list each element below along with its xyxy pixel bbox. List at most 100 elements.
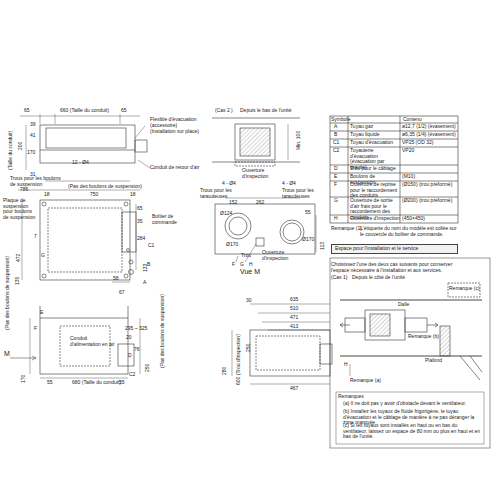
drawing-label: Trou pour le câblage bbox=[350, 166, 400, 172]
drawing-label: Remarque (1) bbox=[331, 226, 362, 232]
drawing-label: Tuyau gaz bbox=[350, 124, 400, 130]
drawing-label: (Cas 1) bbox=[331, 275, 347, 281]
drawing-label: 280 bbox=[222, 367, 228, 375]
drawing-label: 39 bbox=[30, 122, 36, 128]
drawing-label: VP20 bbox=[402, 148, 458, 154]
drawing-label: 4 - Ø4 bbox=[222, 181, 236, 187]
drawing-label: 250 bbox=[145, 364, 151, 372]
drawing-label: H bbox=[249, 262, 253, 268]
drawing-label: Plaque de suspension pour boulons de sus… bbox=[3, 198, 37, 220]
drawing-label: 18 bbox=[130, 192, 136, 198]
drawing-label: C2 bbox=[129, 372, 135, 378]
drawing-label: 786 bbox=[20, 187, 28, 193]
drawing-label: (Taille du conduit) bbox=[8, 131, 14, 170]
drawing-label: Remarque (c) bbox=[449, 286, 480, 292]
drawing-label: Trous pour les boulons de suspension bbox=[10, 176, 65, 187]
drawing-label: 41 bbox=[30, 133, 36, 139]
section-header-box: Espace pour l'installation et le service bbox=[331, 244, 458, 254]
drawing-label: Tuyau liquide bbox=[350, 132, 400, 138]
drawing-label: G bbox=[240, 262, 244, 268]
drawing-label: E bbox=[334, 174, 337, 180]
drawing-label: B bbox=[147, 262, 150, 268]
drawing-label: ø6,35 (1/4) (évasement) bbox=[402, 132, 458, 138]
drawing-label: 295 ~ 325 bbox=[125, 326, 147, 332]
drawing-label: 135 bbox=[15, 277, 21, 285]
drawing-label: VP25 (OD 32) bbox=[402, 140, 458, 146]
drawing-label: 467 bbox=[290, 386, 298, 392]
drawing-label: (M10) bbox=[402, 174, 458, 180]
drawing-label: 67 bbox=[119, 290, 125, 296]
drawing-label: 12 - Ø4 bbox=[72, 160, 89, 166]
drawing-label: 600 (Trou d'inspection) bbox=[236, 334, 242, 385]
drawing-label: (a) Il ne doit pas y avoir d'obstacle de… bbox=[343, 401, 481, 407]
drawing-label: F bbox=[334, 182, 337, 188]
drawing-label: (Pas des boulons de suspension) bbox=[5, 256, 11, 330]
drawing-label: F bbox=[232, 262, 235, 268]
drawing-label: Trous pour les taraudeuses bbox=[282, 188, 324, 199]
drawing-label: Ø170 bbox=[302, 237, 314, 243]
drawing-label: E bbox=[40, 310, 43, 316]
drawing-label: 200 bbox=[18, 142, 24, 150]
drawing-label: 55 bbox=[119, 380, 125, 386]
drawing-label: 30 bbox=[246, 298, 252, 304]
drawing-label: 76 bbox=[134, 347, 140, 353]
drawing-label: 510 bbox=[290, 306, 298, 312]
drawing-label: (Pas des boulons de suspension) bbox=[68, 184, 142, 190]
drawing-label: ø12,7 (1/2) (évasement) bbox=[402, 124, 458, 130]
drawing-label: (Ø150) (trou préformé) bbox=[402, 182, 458, 188]
drawing-label: 635 bbox=[290, 297, 298, 303]
drawing-label: 680 (Taille du conduit) bbox=[72, 380, 121, 386]
drawing-label: 472 bbox=[16, 254, 22, 262]
drawing-label: (Cas 2 ) bbox=[215, 108, 233, 114]
drawing-label: Trous pour les taraudeuses bbox=[200, 188, 235, 199]
drawing-label: 55 bbox=[47, 380, 53, 386]
drawing-label: Dalle bbox=[398, 302, 409, 308]
drawing-label: Tuyau d'évacuation bbox=[350, 140, 400, 146]
drawing-label: G bbox=[334, 198, 338, 204]
drawing-label: 152 bbox=[229, 200, 237, 206]
drawing-label: 250 bbox=[246, 344, 252, 352]
drawing-label: Remarque (a) bbox=[350, 378, 381, 384]
drawing-label: 113 bbox=[320, 242, 326, 250]
drawing-label: 65 bbox=[24, 108, 30, 114]
drawing-label: Min. 100 bbox=[296, 131, 302, 150]
drawing-label: D bbox=[128, 353, 132, 359]
drawing-label: 55 bbox=[305, 210, 311, 216]
drawing-label: 18 bbox=[44, 192, 50, 198]
drawing-label: G bbox=[41, 253, 45, 259]
drawing-label: 170 bbox=[21, 375, 27, 383]
drawing-label: 35 bbox=[137, 219, 143, 225]
drawing-label: 750 bbox=[90, 192, 98, 198]
drawing-label: 65 bbox=[137, 206, 143, 212]
drawing-label: Ouverture d'inspection bbox=[262, 250, 300, 261]
drawing-label: 284 bbox=[137, 236, 145, 242]
drawing-label: 471 bbox=[290, 315, 298, 321]
drawing-label: Remarques bbox=[338, 394, 364, 400]
drawing-label: Conduit de retour d'air bbox=[150, 165, 200, 171]
drawing-label: (Ø200) (trou préformé) bbox=[402, 198, 458, 204]
drawing-label: L'étiquette du nom du modèle est collée … bbox=[360, 226, 458, 237]
drawing-label: Trou bbox=[241, 253, 251, 259]
drawing-label: Flexible d'évacuation (accessoire) bbox=[150, 117, 210, 128]
drawing-label: 58 bbox=[113, 276, 119, 282]
drawing-label: Ø170 bbox=[226, 242, 238, 248]
drawing-label: M bbox=[4, 350, 10, 358]
drawing-label: A bbox=[334, 124, 337, 130]
drawing-label: H bbox=[344, 362, 348, 368]
drawing-label: H bbox=[334, 216, 338, 222]
drawing-label: 65 bbox=[121, 108, 127, 114]
drawing-label: Vue M bbox=[240, 268, 260, 276]
drawing-label: 4 - Ø4 bbox=[282, 181, 296, 187]
drawing-label: Depuis le bas de l'unité bbox=[240, 108, 292, 114]
drawing-label: 7 bbox=[34, 234, 37, 240]
drawing-label: 413 bbox=[290, 324, 298, 330]
drawing-label: (450×450) bbox=[402, 216, 458, 222]
drawing-label: 262 bbox=[256, 200, 264, 206]
drawing-label: Conduit d'alimentation en air bbox=[70, 336, 115, 347]
drawing-label: (c) Si les tuyaux sont installés en haut… bbox=[343, 423, 481, 440]
drawing-label: Symbole bbox=[331, 117, 350, 123]
drawing-label: A bbox=[143, 280, 146, 286]
drawing-label: (Installation sur place) bbox=[150, 129, 199, 135]
drawing-label: Ouverture d'inspection bbox=[242, 168, 284, 179]
